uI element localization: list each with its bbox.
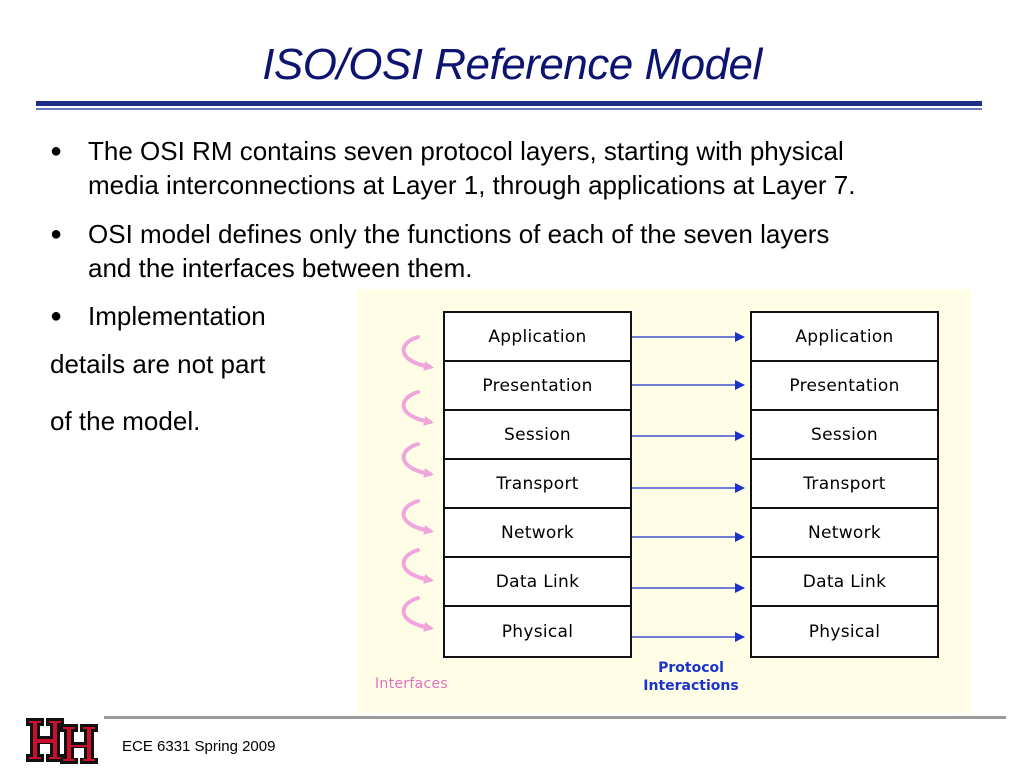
bullet-text: and the interfaces between them. (88, 253, 473, 283)
title-divider-thin (36, 108, 982, 110)
protocol-label-line: Protocol (658, 660, 724, 676)
layer-application: Application (752, 313, 937, 362)
footer-divider (104, 716, 1006, 719)
protocol-label-line: Interactions (643, 678, 739, 694)
interfaces-label: Interfaces (375, 676, 448, 692)
bullet-dot-icon: ● (50, 140, 63, 162)
layer-transport: Transport (445, 460, 630, 509)
layer-session: Session (752, 411, 937, 460)
protocol-interactions-label: Protocol Interactions (636, 659, 746, 695)
layer-data-link: Data Link (752, 558, 937, 607)
bullet-text: OSI model defines only the functions of … (88, 219, 830, 249)
slide-title: ISO/OSI Reference Model (262, 40, 762, 89)
continuation-text: of the model. (50, 406, 201, 436)
uh-logo-icon (24, 714, 104, 771)
bullet-dot-icon: ● (50, 305, 63, 327)
layer-physical: Physical (808, 621, 881, 642)
footer-text: ECE 6331 Spring 2009 (122, 738, 276, 755)
layer-presentation: Presentation (445, 362, 630, 411)
layer-network: Network (445, 509, 630, 558)
continuation-text: details are not part (50, 349, 266, 379)
layer-session: Session (445, 411, 630, 460)
layer-data-link: Data Link (445, 558, 630, 607)
bullet-dot-icon: ● (50, 223, 63, 245)
bullet-text: media interconnections at Layer 1, throu… (88, 170, 856, 200)
bullet-text: Implementation (88, 301, 266, 331)
layer-presentation: Presentation (752, 362, 937, 411)
layer-transport: Transport (752, 460, 937, 509)
bullet-text: The OSI RM contains seven protocol layer… (88, 136, 844, 166)
layer-network: Network (752, 509, 937, 558)
title-divider (36, 101, 982, 106)
layer-physical: Physical (501, 621, 574, 642)
layer-application: Application (445, 313, 630, 362)
